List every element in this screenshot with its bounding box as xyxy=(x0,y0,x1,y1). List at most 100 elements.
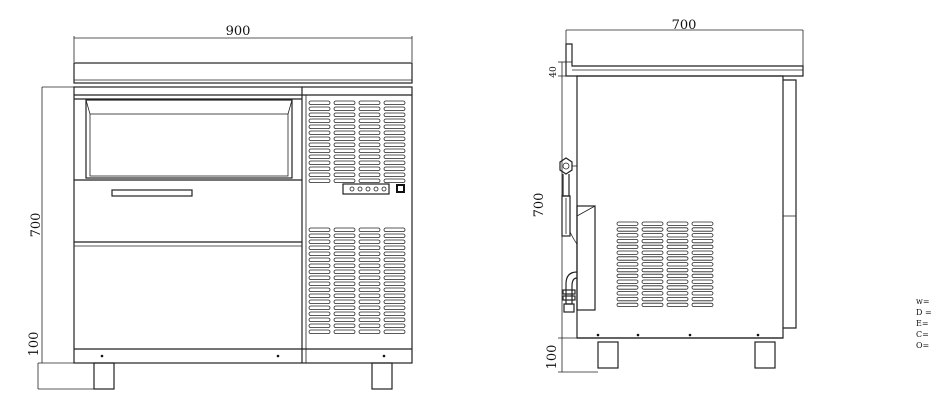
louver-slot xyxy=(308,233,331,238)
louver-slot xyxy=(358,323,381,328)
louver-slot xyxy=(641,262,664,267)
louver-slot xyxy=(308,257,331,262)
louver-slot xyxy=(383,323,406,328)
louver-slot xyxy=(691,296,714,302)
louver-slot xyxy=(358,311,381,316)
louver-slot xyxy=(616,233,639,238)
louver-slot xyxy=(666,285,689,290)
louver-slot xyxy=(333,239,356,244)
louver-slot xyxy=(616,302,639,308)
front-lower-louvers xyxy=(308,227,406,334)
louver-slot xyxy=(358,136,381,141)
side-base-label: 100 xyxy=(545,345,560,370)
louver-slot xyxy=(666,227,689,232)
louver-slot xyxy=(358,124,381,129)
louver-slot xyxy=(383,269,406,274)
louver-slot xyxy=(358,317,381,322)
front-height-label: 700 xyxy=(29,213,44,238)
louver-slot xyxy=(308,323,331,328)
louver-slot xyxy=(333,166,356,171)
louver-slot xyxy=(333,130,356,135)
louver-slot xyxy=(666,291,689,296)
louver-slot xyxy=(308,227,331,232)
front-foot-right xyxy=(371,362,393,390)
legend-item: E= xyxy=(916,319,929,328)
louver-slot xyxy=(641,267,664,273)
louver-slot xyxy=(641,291,664,296)
louver-slot xyxy=(333,293,356,298)
louver-slot xyxy=(308,239,331,244)
louver-slot xyxy=(383,160,406,165)
louver-slot xyxy=(666,296,689,302)
side-top-label: 40 xyxy=(549,66,559,78)
louver-slot xyxy=(383,293,406,298)
louver-slot xyxy=(333,251,356,256)
louver-slot xyxy=(641,296,664,302)
louver-slot xyxy=(333,311,356,316)
louver-slot xyxy=(308,118,331,123)
louver-slot xyxy=(308,112,331,117)
louver-slot xyxy=(641,227,664,232)
louver-slot xyxy=(358,257,381,262)
front-body xyxy=(73,86,413,364)
louver-slot xyxy=(308,263,331,268)
side-foot-right xyxy=(754,341,776,369)
hex-nut xyxy=(559,157,573,175)
side-back-box xyxy=(576,205,596,311)
louver-slot xyxy=(666,256,689,261)
louver-slot xyxy=(308,269,331,274)
louver-slot xyxy=(358,142,381,147)
louver-slot xyxy=(308,136,331,141)
louver-slot xyxy=(616,285,639,290)
louver-slot xyxy=(641,233,664,238)
louver-slot xyxy=(691,279,714,284)
louver-slot xyxy=(383,118,406,123)
louver-slot xyxy=(616,256,639,261)
louver-slot xyxy=(666,233,689,238)
louver-slot xyxy=(358,172,381,177)
louver-slot xyxy=(616,267,639,273)
side-view: 700 xyxy=(532,18,804,373)
louver-slot xyxy=(691,233,714,238)
louver-slot xyxy=(691,221,714,226)
louver-slot xyxy=(691,250,714,255)
louver-slot xyxy=(358,106,381,111)
louver-slot xyxy=(358,130,381,135)
louver-slot xyxy=(358,263,381,268)
louver-slot xyxy=(358,227,381,232)
louver-slot xyxy=(383,305,406,310)
louver-slot xyxy=(308,245,331,250)
louver-slot xyxy=(383,227,406,232)
front-view: 900 xyxy=(27,24,413,390)
louver-slot xyxy=(308,305,331,310)
louver-slot xyxy=(691,273,714,279)
louver-slot xyxy=(358,233,381,238)
louver-slot xyxy=(333,275,356,280)
louver-slot xyxy=(358,329,381,334)
louver-slot xyxy=(691,302,714,308)
louver-slot xyxy=(691,262,714,267)
louver-slot xyxy=(333,106,356,111)
louver-slot xyxy=(308,106,331,111)
louver-slot xyxy=(383,299,406,304)
louver-slot xyxy=(691,238,714,244)
louver-slot xyxy=(666,238,689,244)
louver-slot xyxy=(383,124,406,129)
front-width-label: 900 xyxy=(226,24,251,39)
louver-slot xyxy=(333,148,356,153)
louver-slot xyxy=(333,329,356,334)
door-handle xyxy=(111,189,193,197)
louver-slot xyxy=(383,311,406,316)
louver-slot xyxy=(333,257,356,262)
control-panel xyxy=(342,183,390,195)
louver-slot xyxy=(308,178,331,183)
front-upper-louvers xyxy=(308,100,406,183)
side-height-label: 700 xyxy=(532,193,547,218)
louver-slot xyxy=(691,256,714,261)
louver-slot xyxy=(308,317,331,322)
louver-slot xyxy=(383,275,406,280)
side-top-slab xyxy=(565,43,804,77)
louver-slot xyxy=(308,275,331,280)
louver-slot xyxy=(383,239,406,244)
